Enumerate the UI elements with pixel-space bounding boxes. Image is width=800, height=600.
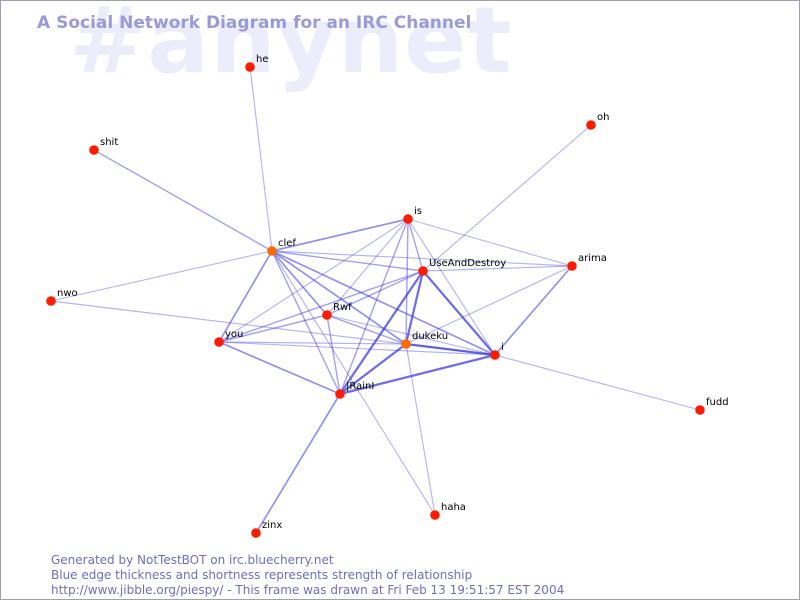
node-clef[interactable]: clef (267, 238, 296, 256)
node-label-arima: arima (578, 253, 607, 264)
page-title: A Social Network Diagram for an IRC Chan… (37, 13, 472, 33)
edge-is-you (218, 218, 409, 343)
node-JRainl[interactable]: |RainI (335, 381, 374, 399)
channel-watermark: #anynet (69, 0, 513, 94)
edge-clef-arima (271, 250, 573, 267)
node-he[interactable]: he (245, 54, 269, 72)
edge-i-fudd (494, 354, 701, 411)
node-label-zinx: zinx (262, 520, 282, 531)
node-dukeku[interactable]: dukeku (401, 331, 448, 349)
edge-you-dukeku (218, 341, 407, 345)
edge-Rwf-dukeku (326, 314, 407, 345)
node-dot-is[interactable] (403, 214, 413, 224)
edge-Rwf-i (326, 314, 496, 356)
edge-UseAndDestroy-arima (422, 265, 573, 272)
edge-is-arima (407, 218, 573, 267)
edge-clef-UseAndDestroy (271, 250, 424, 272)
edge-clef-i (271, 250, 496, 356)
node-shit[interactable]: shit (89, 137, 118, 155)
node-nwo[interactable]: nwo (46, 288, 78, 306)
node-label-oh: oh (597, 112, 609, 123)
edge-clef-shit (93, 149, 273, 252)
node-oh[interactable]: oh (586, 112, 609, 130)
edge-you-i (218, 341, 496, 356)
edge-is-UseAndDestroy (407, 218, 424, 272)
node-dot-Rwf[interactable] (322, 310, 332, 320)
node-label-you: you (225, 329, 243, 340)
node-dot-UseAndDestroy[interactable] (418, 266, 428, 276)
node-label-haha: haha (441, 502, 466, 513)
node-label-dukeku: dukeku (412, 331, 448, 342)
edge-clef-you (218, 250, 273, 343)
node-i[interactable]: i (490, 342, 504, 360)
node-dot-oh[interactable] (586, 120, 596, 130)
edge-clef-is (271, 218, 409, 252)
node-arima[interactable]: arima (567, 253, 607, 271)
edge-UseAndDestroy-oh (422, 124, 592, 272)
node-Rwf[interactable]: Rwf (322, 302, 352, 320)
edge-arima-i (494, 265, 573, 356)
node-label-i: i (501, 342, 504, 353)
edge-i-JRainl (338, 353, 497, 396)
node-dot-haha[interactable] (430, 510, 440, 520)
edge-layer (50, 66, 701, 534)
edge-UseAndDestroy-i (421, 269, 497, 357)
footer-generated-by: Generated by NotTestBOT on irc.bluecherr… (51, 553, 334, 567)
node-dot-arima[interactable] (567, 261, 577, 271)
edge-dukeku-haha (405, 343, 436, 516)
edge-dukeku-i (404, 342, 497, 357)
node-label-he: he (256, 54, 269, 65)
node-dot-he[interactable] (245, 62, 255, 72)
node-dot-JRainl[interactable] (335, 389, 345, 399)
edge-dukeku-JRainl (338, 342, 408, 396)
footer-legend-note: Blue edge thickness and shortness repres… (51, 568, 473, 582)
edge-you-JRainl (218, 341, 341, 395)
node-you[interactable]: you (214, 329, 243, 347)
node-dot-fudd[interactable] (695, 405, 705, 415)
node-haha[interactable]: haha (430, 502, 466, 520)
edge-JRainl-zinx (255, 393, 341, 534)
edge-UseAndDestroy-you (218, 270, 424, 343)
edge-clef-Rwf (271, 250, 328, 316)
node-label-clef: clef (278, 238, 296, 249)
edge-Rwf-you (218, 314, 328, 343)
node-label-Rwf: Rwf (333, 302, 352, 313)
edge-Rwf-JRainl (326, 314, 341, 395)
node-UseAndDestroy[interactable]: UseAndDestroy (418, 258, 506, 276)
edge-clef-nwo (50, 250, 273, 302)
edge-is-dukeku (405, 218, 409, 345)
node-dot-dukeku[interactable] (401, 339, 411, 349)
node-fudd[interactable]: fudd (695, 397, 729, 415)
node-label-nwo: nwo (57, 288, 78, 299)
node-label-fudd: fudd (706, 397, 729, 408)
edge-is-Rwf (326, 218, 409, 316)
edge-clef-he (249, 66, 273, 252)
node-zinx[interactable]: zinx (251, 520, 282, 538)
node-dot-zinx[interactable] (251, 528, 261, 538)
footer-timestamp: http://www.jibble.org/piespy/ - This fra… (51, 583, 565, 597)
node-is[interactable]: is (403, 206, 422, 224)
node-label-shit: shit (100, 137, 118, 148)
node-dot-you[interactable] (214, 337, 224, 347)
node-dot-nwo[interactable] (46, 296, 56, 306)
node-dot-shit[interactable] (89, 145, 99, 155)
node-label-JRainl: |RainI (346, 381, 374, 392)
node-dot-clef[interactable] (267, 246, 277, 256)
node-label-UseAndDestroy: UseAndDestroy (429, 258, 506, 269)
edge-UseAndDestroy-Rwf (326, 270, 424, 316)
edge-is-i (407, 218, 496, 356)
edge-is-JRainl (339, 218, 409, 395)
node-dot-i[interactable] (490, 350, 500, 360)
node-label-is: is (414, 206, 422, 217)
edge-arima-dukeku (405, 265, 573, 345)
footer: Generated by NotTestBOT on irc.bluecherr… (51, 553, 564, 598)
edge-UseAndDestroy-dukeku (404, 269, 425, 346)
edge-UseAndDestroy-JRainl (338, 269, 425, 396)
edge-clef-JRainl (271, 250, 341, 395)
